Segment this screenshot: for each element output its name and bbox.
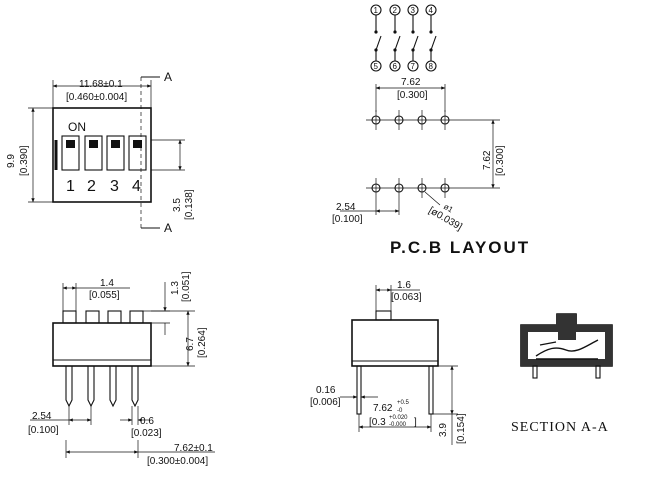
pin-7-label: 7 [411,62,416,71]
section-mark-top: A [164,70,172,84]
pin-1-label: 1 [374,6,379,15]
side-pin-length-in: [0.154] [456,413,467,444]
height-in: [0.390] [19,145,30,176]
pin-2-label: 2 [393,6,398,15]
side-row-spacing-in: [0.3 [369,417,386,428]
schematic-switch-4 [425,4,437,72]
side-view-body [351,319,439,367]
pin-5-label: 5 [374,62,379,71]
side-row-spacing-tol-mm-lower: -0 [397,408,403,414]
schematic-switch-3 [407,4,419,72]
side-actuator-mm: 1.6 [397,280,411,291]
front-view: 1.4 [0.055] 1.3 [0.051] 6.7 [0.264] 2.54… [28,271,215,467]
pcb-col-span-mm: 7.62 [401,77,421,88]
side-pin-length-mm: 3.9 [438,423,449,437]
switch-cells [61,135,147,171]
front-row-spacing-mm: 7.62±0.1 [174,443,213,454]
pin-3-label: 3 [411,6,416,15]
side-row-spacing-mm: 7.62 [373,403,393,414]
front-row-spacing-in: [0.300±0.004] [147,456,208,467]
pcb-row-spacing-mm: 7.62 [482,150,493,170]
side-pin-thickness-mm: 0.16 [316,385,336,396]
switch-number-3: 3 [110,178,119,195]
front-tab-height-mm: 1.3 [170,281,181,295]
side-row-spacing-tol-in-upper: +0.020 [389,415,408,421]
switch-number-2: 2 [87,178,96,195]
switch-number-1: 1 [66,178,75,195]
section-mark-bottom: A [164,221,172,235]
top-view: ON 1 2 3 4 11.68±0.1 [0.460±0.004] A A 9… [6,70,195,235]
pin-8-label: 8 [429,62,434,71]
front-view-pins [65,366,139,408]
front-view-body [52,322,152,367]
front-pitch-mm: 2.54 [32,411,52,422]
schematic: 1 2 3 4 5 6 7 8 [370,4,437,72]
switch-number-4: 4 [132,178,141,195]
pcb-col-span-in: [0.300] [397,90,428,101]
section-label: SECTION A-A [511,420,609,435]
pin-6-label: 6 [393,62,398,71]
side-row-spacing-in-close: ] [414,417,417,428]
schematic-switch-1 [370,4,382,72]
front-body-height-mm: 6.7 [185,337,196,351]
on-label: ON [68,120,86,134]
width-in: [0.460±0.004] [66,92,127,103]
front-pin-width-in: [0.023] [131,428,162,439]
offset-in: [0.138] [184,189,195,220]
pcb-row-spacing-in: [0.300] [495,145,506,176]
pin-4-label: 4 [429,6,434,15]
offset-mm: 3.5 [172,198,183,212]
pcb-pitch-in: [0.100] [332,214,363,225]
height-mm: 9.9 [6,154,17,168]
width-mm: 11.68±0.1 [79,79,123,90]
side-row-spacing-tol-mm-upper: +0.5 [397,400,410,406]
pcb-layout-title: P.C.B LAYOUT [390,238,530,257]
front-tab-height-in: [0.051] [181,271,192,302]
side-view: 1.6 [0.063] 0.16 [0.006] 7.62 +0.5 -0 [0… [310,280,467,445]
pcb-pitch-mm: 2.54 [336,202,356,213]
top-view-body-outline [52,107,152,203]
schematic-switch-2 [389,4,401,72]
front-tab-mm: 1.4 [100,278,114,289]
front-tab-in: [0.055] [89,290,120,301]
section-a-a: SECTION A-A [511,313,613,435]
side-actuator-in: [0.063] [391,292,422,303]
front-pin-width-mm: 0.6 [140,416,154,427]
side-row-spacing-tol-in-lower: -0.000 [389,422,407,428]
pcb-layout: 7.62 [0.300] [332,77,530,257]
front-body-height-in: [0.264] [197,327,208,358]
front-pitch-in: [0.100] [28,425,59,436]
side-pin-thickness-in: [0.006] [310,397,341,408]
